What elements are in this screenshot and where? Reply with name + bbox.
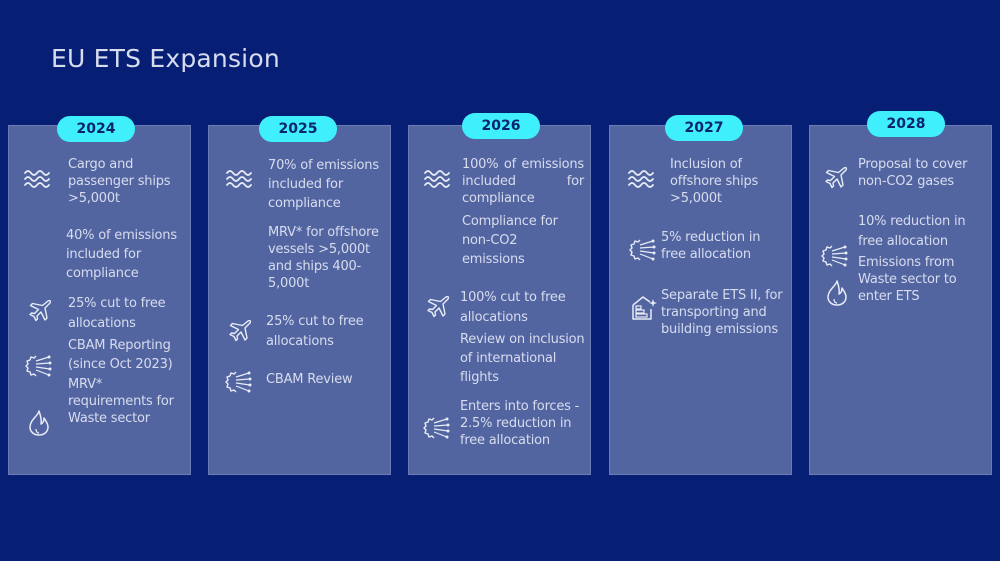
airplane-icon bbox=[24, 296, 54, 326]
year-badge-2024: 2024 bbox=[57, 116, 135, 142]
waves-icon bbox=[22, 164, 52, 194]
timeline-item: 40% of emissions included for compliance bbox=[66, 228, 177, 281]
waves-icon bbox=[626, 164, 656, 194]
waves-icon bbox=[224, 164, 254, 194]
timeline-item: Inclusion of offshore ships >5,000t bbox=[670, 157, 759, 206]
cbam-network-icon bbox=[422, 412, 452, 442]
cbam-network-icon bbox=[820, 240, 850, 270]
airplane-icon bbox=[820, 163, 850, 193]
flame-icon bbox=[24, 408, 54, 438]
year-badge-2026: 2026 bbox=[462, 113, 540, 139]
timeline-item: 25% cut to free allocations bbox=[266, 314, 364, 349]
timeline-card-2025 bbox=[208, 125, 391, 475]
year-badge-2028: 2028 bbox=[867, 111, 945, 137]
timeline-item: 10% reduction in free allocation bbox=[858, 214, 966, 249]
timeline-item: 100% cut to free allocations bbox=[460, 290, 566, 325]
cbam-network-icon bbox=[628, 234, 658, 264]
airplane-icon bbox=[422, 292, 452, 322]
building-energy-icon bbox=[629, 293, 659, 323]
timeline-item: Proposal to cover non-CO2 gases bbox=[858, 157, 968, 189]
timeline-item: MRV* for offshore vessels >5,000t and sh… bbox=[268, 225, 379, 291]
timeline-item: 5% reduction in free allocation bbox=[661, 230, 761, 262]
airplane-icon bbox=[224, 316, 254, 346]
year-badge-2025: 2025 bbox=[259, 116, 337, 142]
timeline-item: 70% of emissions included for compliance bbox=[268, 158, 379, 211]
timeline-item: CBAM Review bbox=[266, 372, 353, 387]
timeline-item: Compliance for non-CO2 emissions bbox=[462, 214, 558, 267]
timeline-item: MRV* requirements for Waste sector bbox=[68, 377, 174, 426]
timeline-item: Separate ETS II, for transporting and bu… bbox=[661, 288, 783, 337]
timeline-item: Cargo and passenger ships >5,000t bbox=[68, 157, 171, 206]
timeline-item: 25% cut to free allocations bbox=[68, 296, 166, 331]
timeline-item: Review on inclusion of international fli… bbox=[460, 332, 585, 385]
slide-title: EU ETS Expansion bbox=[51, 44, 280, 73]
flame-icon bbox=[822, 278, 852, 308]
timeline-item: Enters into forces - 2.5% reduction in f… bbox=[460, 399, 580, 448]
timeline-item: CBAM Reporting (since Oct 2023) bbox=[68, 338, 173, 372]
cbam-network-icon bbox=[24, 350, 54, 380]
timeline-item: Emissions from Waste sector to enter ETS bbox=[858, 255, 957, 304]
waves-icon bbox=[422, 164, 452, 194]
year-badge-2027: 2027 bbox=[665, 115, 743, 141]
timeline-item: 100% of emissions included for complianc… bbox=[462, 157, 584, 206]
cbam-network-icon bbox=[224, 366, 254, 396]
